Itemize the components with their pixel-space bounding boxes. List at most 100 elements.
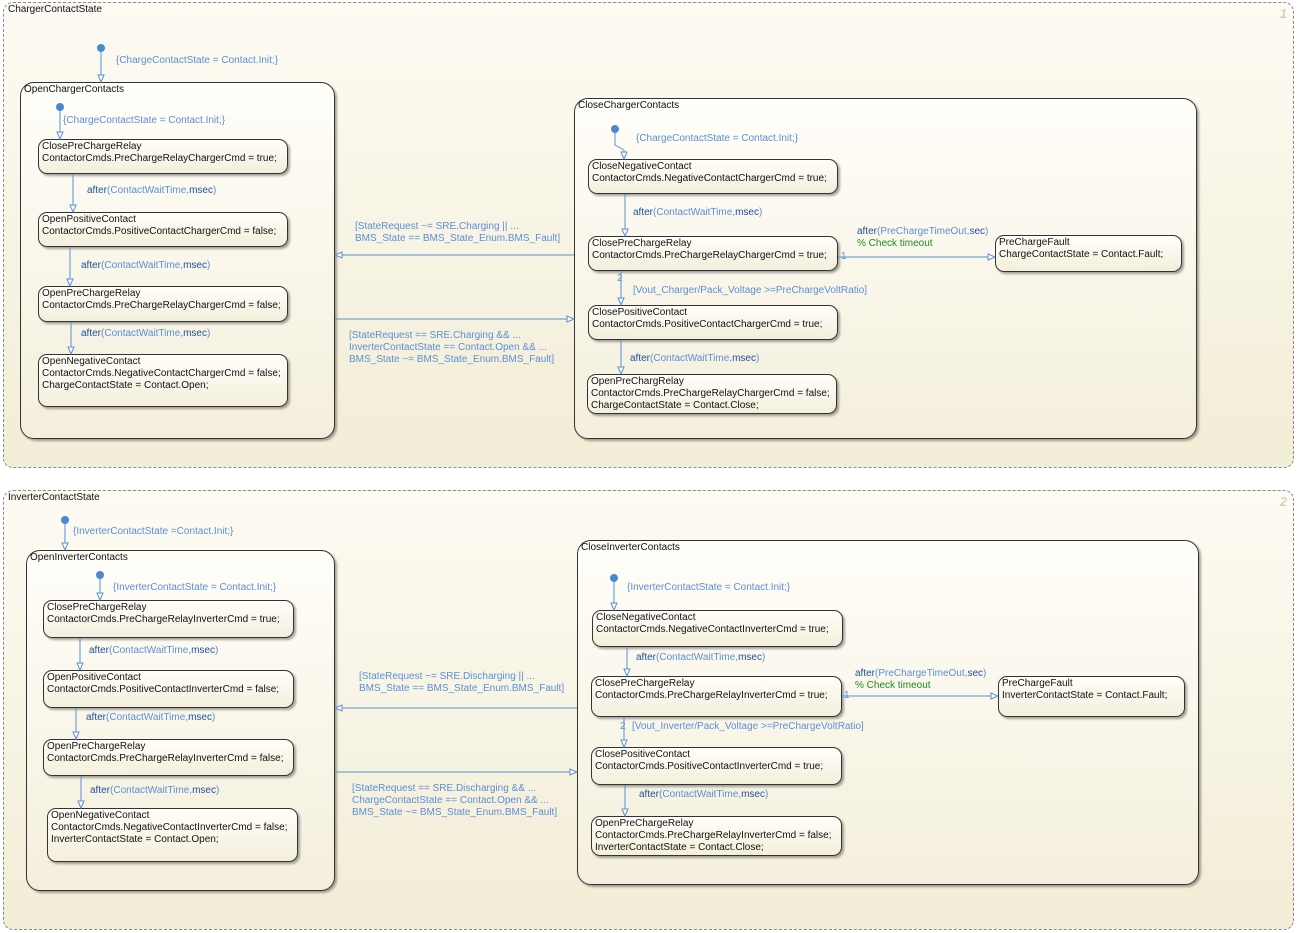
state-action: InverterContactState = Contact.Close; xyxy=(595,842,764,853)
state-name: OpenChargerContacts xyxy=(24,84,125,95)
transition-label[interactable]: after(ContactWaitTime,msec) xyxy=(633,207,762,219)
transition-label[interactable]: {InverterContactState = Contact.Init;} xyxy=(627,582,790,594)
transition-label[interactable]: after(ContactWaitTime,msec) xyxy=(86,712,215,724)
state-action: ChargeContactState = Contact.Close; xyxy=(591,400,759,411)
transition-label[interactable]: [StateRequest ~= SRE.Discharging || ...B… xyxy=(359,671,564,695)
state-name: ClosePositiveContact xyxy=(595,749,691,760)
arrowhead-icon xyxy=(333,704,343,712)
arrowhead-icon xyxy=(610,602,618,612)
arrowhead-icon xyxy=(566,315,576,323)
state-name: OpenPreChargeRelay xyxy=(595,818,694,829)
execution-order: 2 xyxy=(617,273,623,284)
arrowhead-icon xyxy=(987,253,997,261)
transition-label[interactable]: after(ContactWaitTime,msec) xyxy=(639,789,768,801)
arrowhead-icon xyxy=(621,808,629,818)
arrowhead-icon xyxy=(66,278,74,288)
state-action: ChargeContactState = Contact.Open; xyxy=(42,380,209,391)
transition-label[interactable]: [StateRequest ~= SRE.Charging || ...BMS_… xyxy=(355,221,560,245)
transition-label[interactable]: [Vout_Inverter/Pack_Voltage >=PreChargeV… xyxy=(632,721,864,733)
arrowhead-icon xyxy=(67,346,75,356)
transition-label-line: after(ContactWaitTime,msec) xyxy=(630,353,760,364)
default-transition-dot-icon[interactable] xyxy=(97,44,105,52)
state-name: OpenPreChargRelay xyxy=(591,376,684,387)
transition-label-line: BMS_State ~= BMS_State_Enum.BMS_Fault] xyxy=(352,807,558,818)
arrowhead-icon xyxy=(617,366,625,376)
state-name: ClosePreChargeRelay xyxy=(47,602,147,613)
default-transition-dot-icon[interactable] xyxy=(56,103,64,111)
transition-label[interactable]: after(ContactWaitTime,msec) xyxy=(89,645,218,657)
state-action: InverterContactState = Contact.Fault; xyxy=(1002,690,1168,701)
chart-number: 1 xyxy=(1279,6,1287,21)
state-action: ContactorCmds.PositiveContactChargerCmd … xyxy=(592,319,823,330)
transition-label-line: [StateRequest ~= SRE.Charging || ... xyxy=(355,221,519,232)
state-name: OpenPreChargeRelay xyxy=(47,741,146,752)
transition-label[interactable]: after(ContactWaitTime,msec) xyxy=(90,785,219,797)
default-transition-dot-icon[interactable] xyxy=(610,574,618,582)
transition-label[interactable]: [StateRequest == SRE.Charging && ...Inve… xyxy=(349,330,554,366)
chart-title: InverterContactState xyxy=(8,492,100,503)
transition-label[interactable]: [Vout_Charger/Pack_Voltage >=PreChargeVo… xyxy=(633,285,867,297)
chart-number: 2 xyxy=(1279,494,1287,509)
transition-label-line: after(ContactWaitTime,msec) xyxy=(90,785,220,796)
state-action: ContactorCmds.PreChargeRelayChargerCmd =… xyxy=(592,250,827,261)
transition-label[interactable]: {ChargeContactState = Contact.Init;} xyxy=(636,133,798,145)
state-name: OpenInverterContacts xyxy=(30,552,128,563)
transition-label-line: {ChargeContactState = Contact.Init;} xyxy=(636,133,799,144)
transition-label-line: % Check timeout xyxy=(857,238,933,249)
transition-label[interactable]: after(ContactWaitTime,msec) xyxy=(636,652,765,664)
chart-title: ChargerContactState xyxy=(8,4,102,15)
arrowhead-icon xyxy=(620,151,628,161)
transition-label[interactable]: {InverterContactState =Contact.Init;} xyxy=(73,526,233,538)
execution-order: 2 xyxy=(620,721,626,732)
transition-label-line: after(ContactWaitTime,msec) xyxy=(87,185,217,196)
state-name: ClosePreChargeRelay xyxy=(42,141,142,152)
arrowhead-icon xyxy=(76,662,84,672)
arrowhead-icon xyxy=(621,228,629,238)
arrowhead-icon xyxy=(72,731,80,741)
transition-label[interactable]: after(PreChargeTimeOut,sec)% Check timeo… xyxy=(855,668,986,692)
transition-label[interactable]: {ChargeContactState = Contact.Init;} xyxy=(116,55,278,67)
default-transition-dot-icon[interactable] xyxy=(96,571,104,579)
state-name: CloseNegativeContact xyxy=(592,161,692,172)
state-name: ClosePreChargeRelay xyxy=(595,678,695,689)
transition-label-line: after(ContactWaitTime,msec) xyxy=(633,207,763,218)
transition-label[interactable]: after(ContactWaitTime,msec) xyxy=(81,260,210,272)
transition-label[interactable]: after(ContactWaitTime,msec) xyxy=(87,185,216,197)
arrowhead-icon xyxy=(61,542,69,552)
arrowhead-icon xyxy=(569,768,579,776)
transition-label-line: % Check timeout xyxy=(855,680,931,691)
transition-label[interactable]: after(PreChargeTimeOut,sec)% Check timeo… xyxy=(857,226,988,250)
default-transition-dot-icon[interactable] xyxy=(611,125,619,133)
transition-label[interactable]: after(ContactWaitTime,msec) xyxy=(81,328,210,340)
arrowhead-icon xyxy=(620,739,628,749)
transition-label[interactable]: {ChargeContactState = Contact.Init;} xyxy=(63,115,225,127)
state-name: OpenPositiveContact xyxy=(42,214,136,225)
default-transition-dot-icon[interactable] xyxy=(61,516,69,524)
transition-label-line: after(ContactWaitTime,msec) xyxy=(636,652,766,663)
state-name: OpenPositiveContact xyxy=(47,672,141,683)
arrowhead-icon xyxy=(77,800,85,810)
transition-label[interactable]: [StateRequest == SRE.Discharging && ...C… xyxy=(352,783,557,819)
state-name: OpenNegativeContact xyxy=(42,356,141,367)
transition-label[interactable]: after(ContactWaitTime,msec) xyxy=(630,353,759,365)
arrowhead-icon xyxy=(69,204,77,214)
transition-label[interactable]: {InverterContactState = Contact.Init;} xyxy=(113,582,276,594)
